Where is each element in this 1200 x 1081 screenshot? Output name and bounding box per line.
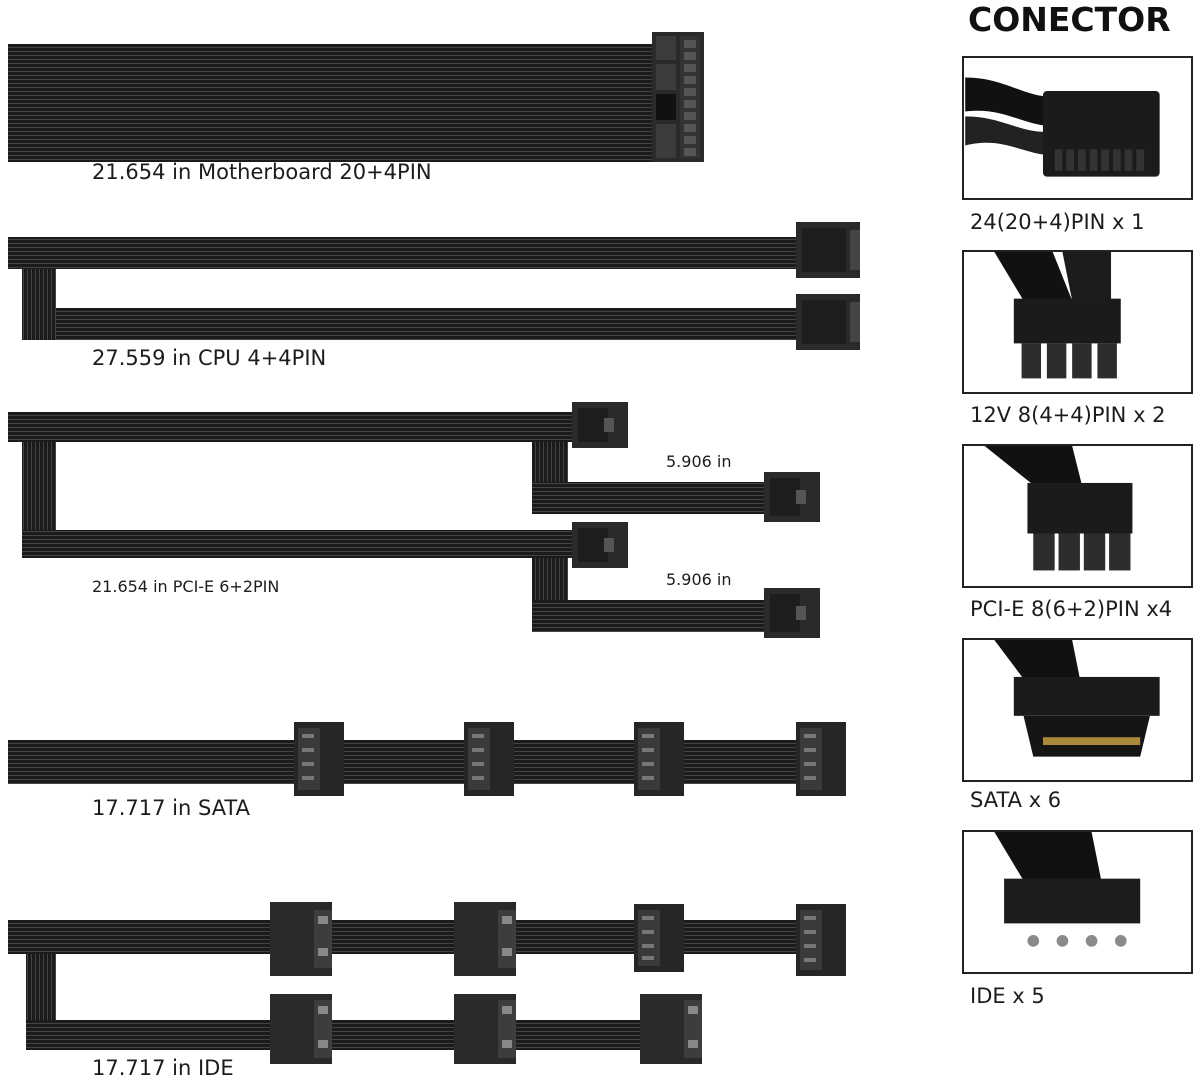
ide-plug — [640, 994, 702, 1064]
pcie-plug-4 — [764, 588, 820, 638]
motherboard-cable — [8, 32, 704, 162]
cable-label-pcie: 21.654 in PCI-E 6+2PIN — [92, 577, 280, 596]
sata-connector-icon — [962, 638, 1193, 782]
cpu-plug-1 — [796, 222, 860, 278]
motherboard-24pin-plug — [652, 32, 704, 162]
connector-caption-24pin: 24(20+4)PIN x 1 — [970, 210, 1145, 234]
pcie-plug-1 — [572, 402, 628, 448]
ide-plug — [454, 994, 516, 1064]
ide-cable — [8, 902, 846, 1064]
sata-cable — [8, 722, 846, 796]
connector-caption-ide: IDE x 5 — [970, 984, 1045, 1008]
sata-plug — [464, 722, 514, 796]
connector-caption-pcie: PCI-E 8(6+2)PIN x4 — [970, 597, 1173, 621]
ide-plug — [270, 902, 332, 976]
sata-plug — [634, 904, 684, 972]
connector-panel-title: CONECTOR — [968, 0, 1171, 39]
pcie-cable — [8, 402, 820, 638]
cable-label-sata: 17.717 in SATA — [92, 796, 250, 820]
connector-caption-sata: SATA x 6 — [970, 788, 1062, 812]
pcie-8pin-connector-icon — [962, 444, 1193, 588]
cpu-plug-2 — [796, 294, 860, 350]
sata-plug — [796, 904, 846, 976]
ide-plug — [454, 902, 516, 976]
cable-label-motherboard: 21.654 in Motherboard 20+4PIN — [92, 160, 432, 184]
branch-length-2: 5.906 in — [666, 570, 732, 589]
ide-plug — [270, 994, 332, 1064]
cable-label-ide: 17.717 in IDE — [92, 1056, 234, 1080]
pcie-plug-3 — [572, 522, 628, 568]
branch-length-1: 5.906 in — [666, 452, 732, 471]
sata-plug — [796, 722, 846, 796]
atx-24pin-connector-icon — [962, 56, 1193, 200]
molex-connector-icon — [962, 830, 1193, 974]
sata-plug — [294, 722, 344, 796]
sata-plug — [634, 722, 684, 796]
cable-label-cpu: 27.559 in CPU 4+4PIN — [92, 346, 327, 370]
cpu-cable — [8, 222, 860, 350]
connector-caption-eps: 12V 8(4+4)PIN x 2 — [970, 403, 1166, 427]
eps-8pin-connector-icon — [962, 250, 1193, 394]
pcie-plug-2 — [764, 472, 820, 522]
